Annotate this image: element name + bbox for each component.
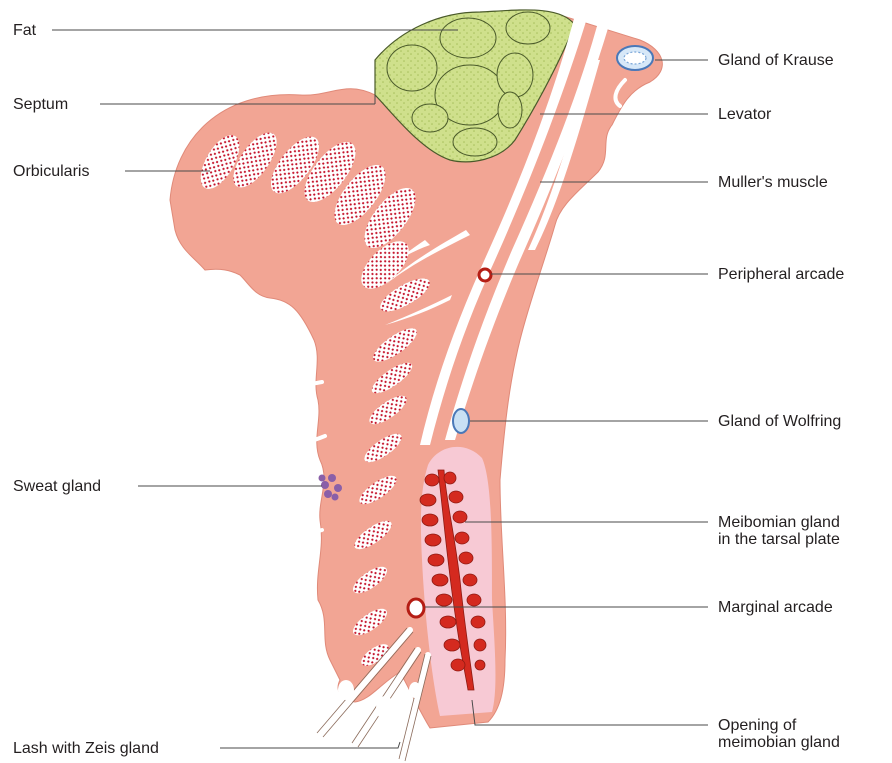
- gland-of-wolfring: [453, 409, 469, 433]
- label-septum: Septum: [13, 96, 68, 113]
- label-peripheral-arcade: Peripheral arcade: [718, 266, 844, 283]
- label-gland-of-wolfring: Gland of Wolfring: [718, 413, 841, 430]
- label-marginal-arcade: Marginal arcade: [718, 599, 833, 616]
- label-levator: Levator: [718, 106, 771, 123]
- marginal-arcade-vessel: [408, 599, 424, 617]
- peripheral-arcade-vessel: [479, 269, 491, 281]
- label-lash-with-zeis-gland: Lash with Zeis gland: [13, 740, 159, 757]
- label-orbicularis: Orbicularis: [13, 163, 89, 180]
- label-sweat-gland: Sweat gland: [13, 478, 101, 495]
- label-gland-of-krause: Gland of Krause: [718, 52, 834, 69]
- label-meibomian-gland: Meibomian gland in the tarsal plate: [718, 514, 840, 548]
- skin-folds: [160, 264, 325, 624]
- label-mullers-muscle: Muller's muscle: [718, 174, 828, 191]
- label-opening-of-meibomian-gland: Opening of meimobian gland: [718, 717, 840, 751]
- gland-of-krause: [617, 46, 653, 70]
- label-fat: Fat: [13, 22, 36, 39]
